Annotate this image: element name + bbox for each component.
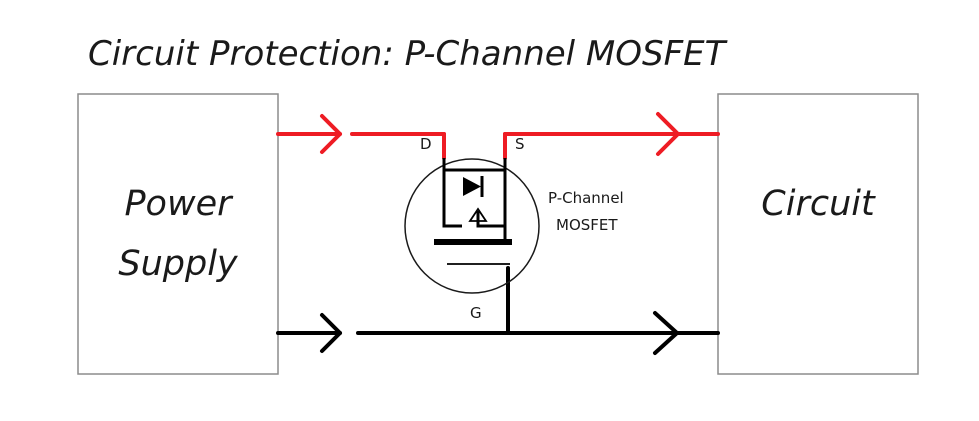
body-diode-icon (463, 177, 481, 196)
drain-channel-wire (442, 170, 462, 228)
positive-rail (276, 112, 720, 160)
ground-arrow-left (320, 313, 342, 353)
p-channel-mosfet-symbol (404, 158, 540, 294)
mosfet-envelope (404, 158, 540, 294)
ground-rail (276, 266, 720, 355)
body-diode-top-bus (442, 158, 507, 172)
circuit-label: Circuit (761, 184, 876, 224)
body-connection (476, 211, 505, 228)
channel-arrow-icon (468, 207, 488, 222)
circuit-block: Circuit (717, 93, 919, 375)
power-supply-label-line2: Supply (118, 244, 239, 284)
drain-label: D (420, 135, 432, 153)
power-supply-label-line1: Power (124, 184, 234, 224)
diagram-title: Circuit Protection: P-Channel MOSFET (88, 34, 728, 74)
source-label: S (515, 135, 525, 153)
channel-bar (434, 239, 512, 245)
ground-arrow-right (653, 311, 679, 355)
mosfet-label-line2: MOSFET (556, 216, 618, 234)
positive-arrow-left (320, 114, 342, 154)
mosfet-label-line1: P-Channel (548, 189, 624, 207)
power-supply-box (77, 93, 279, 375)
positive-arrow-right (656, 112, 680, 156)
circuit-box (717, 93, 919, 375)
gate-label: G (470, 304, 482, 322)
power-supply-block: Power Supply (77, 93, 279, 375)
